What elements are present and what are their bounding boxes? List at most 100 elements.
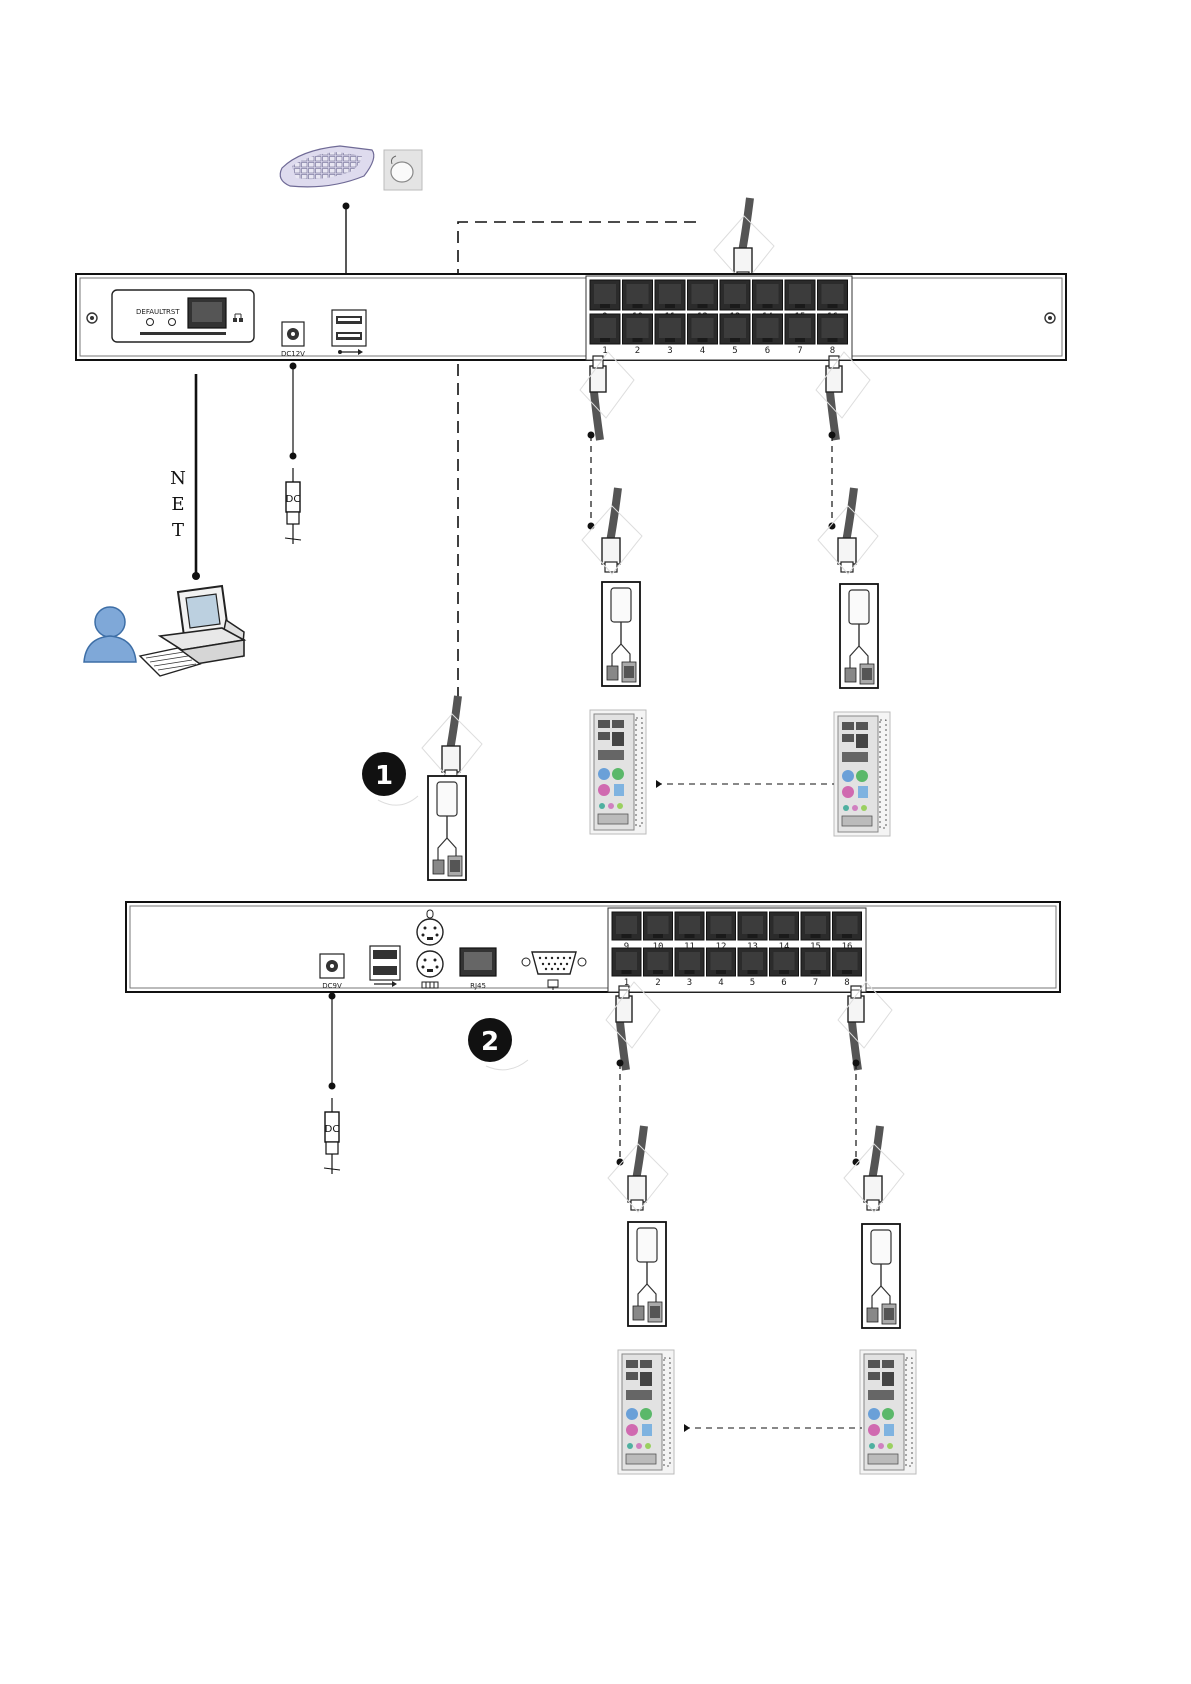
port-number-label: 6 [765, 346, 770, 356]
rj45-port[interactable] [753, 314, 783, 344]
rj45-port[interactable] [644, 948, 673, 976]
rj45-port[interactable] [785, 314, 815, 344]
net-line [192, 374, 200, 580]
rj45-port[interactable] [738, 948, 767, 976]
rj45-port[interactable] [753, 280, 783, 310]
rj45-plug-icon [606, 982, 660, 1070]
rj45-port[interactable] [612, 948, 641, 976]
kvm-switch-unit-a: DEFAULT RST DC12V [76, 274, 1066, 360]
rj45-lan-port[interactable] [460, 948, 496, 976]
port-number-label: 7 [797, 346, 802, 356]
default-button-label: DEFAULT [136, 308, 167, 316]
usb-ports[interactable] [370, 946, 400, 980]
rj45-plug-icon [608, 1126, 668, 1212]
rj45-port[interactable] [770, 912, 799, 940]
port-number-label: 8 [844, 978, 849, 988]
rj45-port[interactable] [675, 948, 704, 976]
rj45-port[interactable] [720, 314, 750, 344]
kvm-switch-unit-b: DC9V [126, 902, 1060, 992]
rj45-port[interactable] [623, 314, 653, 344]
port-number-label: 7 [813, 978, 818, 988]
rj45-port[interactable] [623, 280, 653, 310]
svg-text:2: 2 [481, 1027, 499, 1057]
rj45-port[interactable] [770, 948, 799, 976]
pc-io-panel [860, 1350, 916, 1474]
rj45-plug-icon [422, 696, 482, 782]
ps2-mouse-port[interactable] [417, 919, 443, 945]
port-number-label: 5 [732, 346, 737, 356]
port-number-label: 4 [700, 346, 705, 356]
rj45-port[interactable] [590, 314, 620, 344]
rj45-port[interactable] [675, 912, 704, 940]
rj45-port[interactable] [644, 912, 673, 940]
pc-io-panel [834, 712, 890, 836]
dc-power-label: DC12V [281, 350, 305, 358]
rj45-port[interactable] [707, 912, 736, 940]
rj45-lan-label: RJ45 [470, 982, 486, 990]
computer-icon [140, 586, 244, 676]
rst-button[interactable] [169, 319, 176, 326]
badge-1: 1 [362, 752, 418, 805]
port-number-label: 8 [830, 346, 835, 356]
rj45-plug-icon [844, 1126, 904, 1212]
svg-text:N: N [170, 468, 186, 489]
kvm-adapter-module [602, 582, 640, 686]
port-number-label: 3 [667, 346, 672, 356]
rj45-port[interactable] [720, 280, 750, 310]
mouse-icon [384, 150, 422, 190]
rj45-plug-icon [816, 352, 870, 440]
dc-plug-icon [324, 1098, 340, 1174]
chain-a-right [816, 352, 890, 836]
rj45-port[interactable] [612, 912, 641, 940]
chain-b-right [838, 982, 916, 1474]
kvm-adapter-module [862, 1224, 900, 1328]
rj45-port[interactable] [801, 948, 830, 976]
rj45-port[interactable] [688, 280, 718, 310]
port-number-label: 2 [655, 978, 660, 988]
port-number-label: 6 [781, 978, 786, 988]
rj45-port[interactable] [801, 912, 830, 940]
rj45-port[interactable] [833, 912, 862, 940]
dc-power-label: DC9V [322, 982, 342, 990]
rj45-port[interactable] [655, 314, 685, 344]
port-number-label: 2 [635, 346, 640, 356]
svg-text:1: 1 [375, 761, 393, 791]
rst-button-label: RST [166, 308, 180, 316]
rj45-port[interactable] [590, 280, 620, 310]
dc-plug-icon [285, 468, 301, 544]
rj45-port[interactable] [738, 912, 767, 940]
pc-io-panel [618, 1350, 674, 1474]
chain-b-left [606, 982, 674, 1474]
svg-text:E: E [171, 494, 184, 515]
rj45-plug-icon [580, 352, 634, 440]
power-cable-a [285, 363, 301, 545]
rj45-plug-icon [838, 982, 892, 1070]
usb-ports[interactable] [332, 310, 366, 346]
net-label: N E T [170, 468, 186, 541]
port-number-label: 5 [750, 978, 755, 988]
kvm-adapter-module [428, 776, 466, 880]
rj45-port[interactable] [655, 280, 685, 310]
svg-text:T: T [172, 520, 184, 541]
rj45-port[interactable] [833, 948, 862, 976]
pc-io-panel [590, 710, 646, 834]
rj45-port[interactable] [818, 314, 848, 344]
chain-a-left [580, 352, 646, 834]
default-button[interactable] [147, 319, 154, 326]
ps2-keyboard-port[interactable] [417, 951, 443, 977]
port-number-label: 1 [602, 346, 607, 356]
port-number-label: 4 [718, 978, 723, 988]
kvm-adapter-module [628, 1222, 666, 1326]
rj45-port[interactable] [688, 314, 718, 344]
rj45-port[interactable] [785, 280, 815, 310]
port-number-label: 3 [687, 978, 692, 988]
rj45-port[interactable] [818, 280, 848, 310]
rj45-port[interactable] [707, 948, 736, 976]
keyboard-icon [280, 146, 374, 187]
rj45-plug-icon [818, 488, 878, 574]
user-icon [84, 607, 136, 662]
rj45-plug-icon [714, 198, 774, 284]
